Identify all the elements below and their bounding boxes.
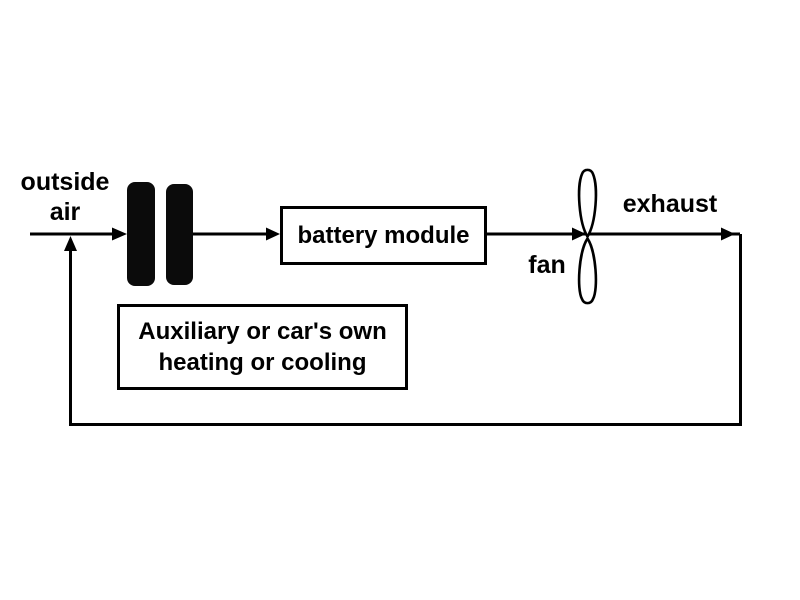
auxiliary-heating-box: Auxiliary or car's own heating or coolin… bbox=[117, 304, 408, 390]
fan-label: fan bbox=[528, 251, 566, 279]
battery-to-fan-arrowhead bbox=[572, 227, 586, 241]
element-to-battery-arrow bbox=[193, 227, 280, 241]
battery-module-box: battery module bbox=[280, 206, 487, 265]
outside-air-label-line2: air bbox=[49, 198, 81, 226]
inlet-flow-arrow bbox=[30, 227, 127, 241]
battery-module-label: battery module bbox=[297, 222, 470, 249]
outside-air-label: outside air bbox=[10, 167, 120, 227]
outside-air-label-line1: outside bbox=[20, 168, 110, 196]
exhaust-arrowhead bbox=[721, 227, 735, 241]
heating-element-bars-icon bbox=[127, 182, 193, 286]
auxiliary-heating-label-line1: Auxiliary or car's own bbox=[138, 318, 387, 345]
battery-to-exhaust-line bbox=[487, 227, 740, 241]
fan-icon bbox=[577, 168, 598, 305]
exhaust-label: exhaust bbox=[622, 190, 718, 218]
recirculation-loop-arrow bbox=[64, 234, 742, 426]
auxiliary-heating-label-line2: heating or cooling bbox=[158, 349, 367, 376]
